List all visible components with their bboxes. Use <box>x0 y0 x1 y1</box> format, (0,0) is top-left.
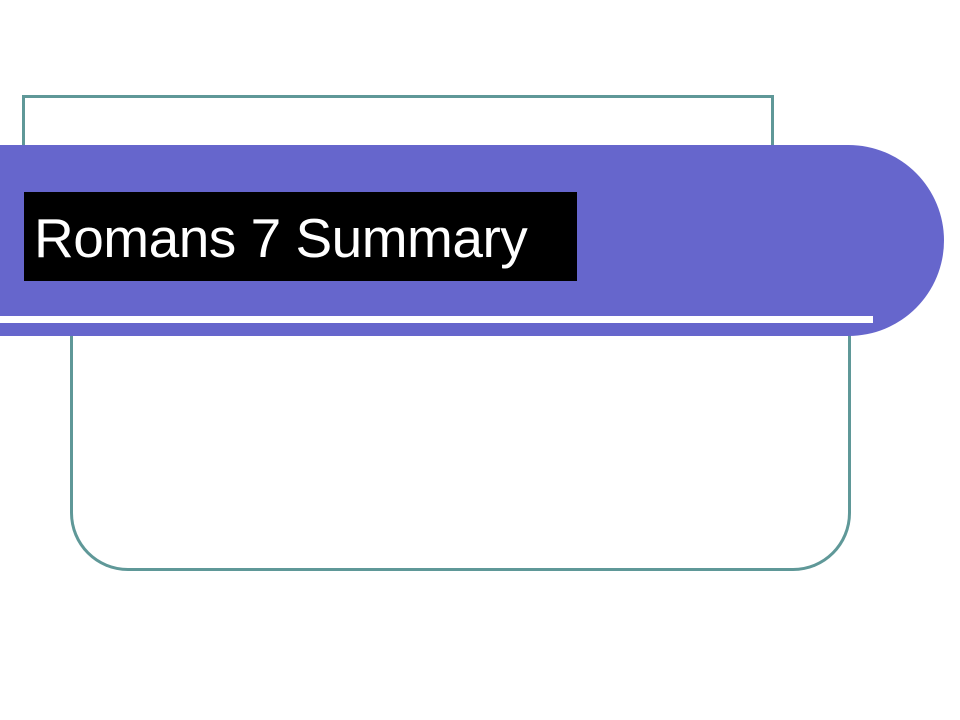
content-placeholder-frame <box>70 300 851 571</box>
slide-title: Romans 7 Summary <box>34 207 528 269</box>
title-underline <box>0 316 873 323</box>
title-highlight-box <box>24 192 577 281</box>
